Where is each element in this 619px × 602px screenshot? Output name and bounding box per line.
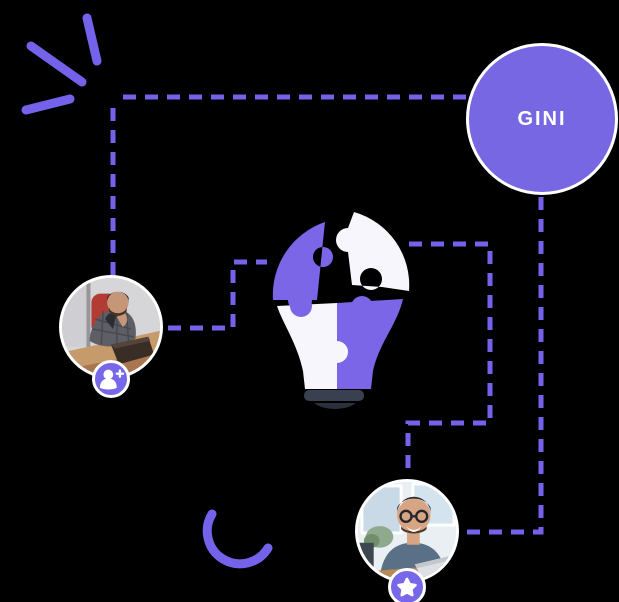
dashed-connector-lines [110, 94, 544, 535]
puzzle-piece-top-right [336, 212, 410, 291]
star-badge [388, 568, 426, 602]
avatar-smiling-man [355, 479, 459, 583]
burst-icon [21, 13, 102, 115]
avatar-photo-illustration [358, 482, 456, 580]
bulb-base-cap [314, 403, 356, 409]
puzzle-piece-bottom-left [277, 303, 348, 389]
puzzle-piece-top-left [272, 222, 334, 312]
puzzle-tab [351, 296, 373, 318]
gini-label: GINI [517, 107, 567, 130]
puzzle-lightbulb-icon [272, 212, 410, 409]
user-plus-badge [92, 360, 130, 398]
loader-arc-icon [202, 509, 273, 569]
connector-avatar-to-bulb [168, 259, 267, 331]
connector-bulb-to-avatar [405, 241, 493, 477]
star-icon [397, 577, 417, 597]
bulb-base [304, 390, 364, 401]
connector-bubble-to-avatar [461, 197, 544, 535]
user-plus-icon [99, 369, 125, 390]
puzzle-piece-bottom-right [337, 299, 403, 389]
gini-logo-bubble: GINI [466, 43, 618, 195]
